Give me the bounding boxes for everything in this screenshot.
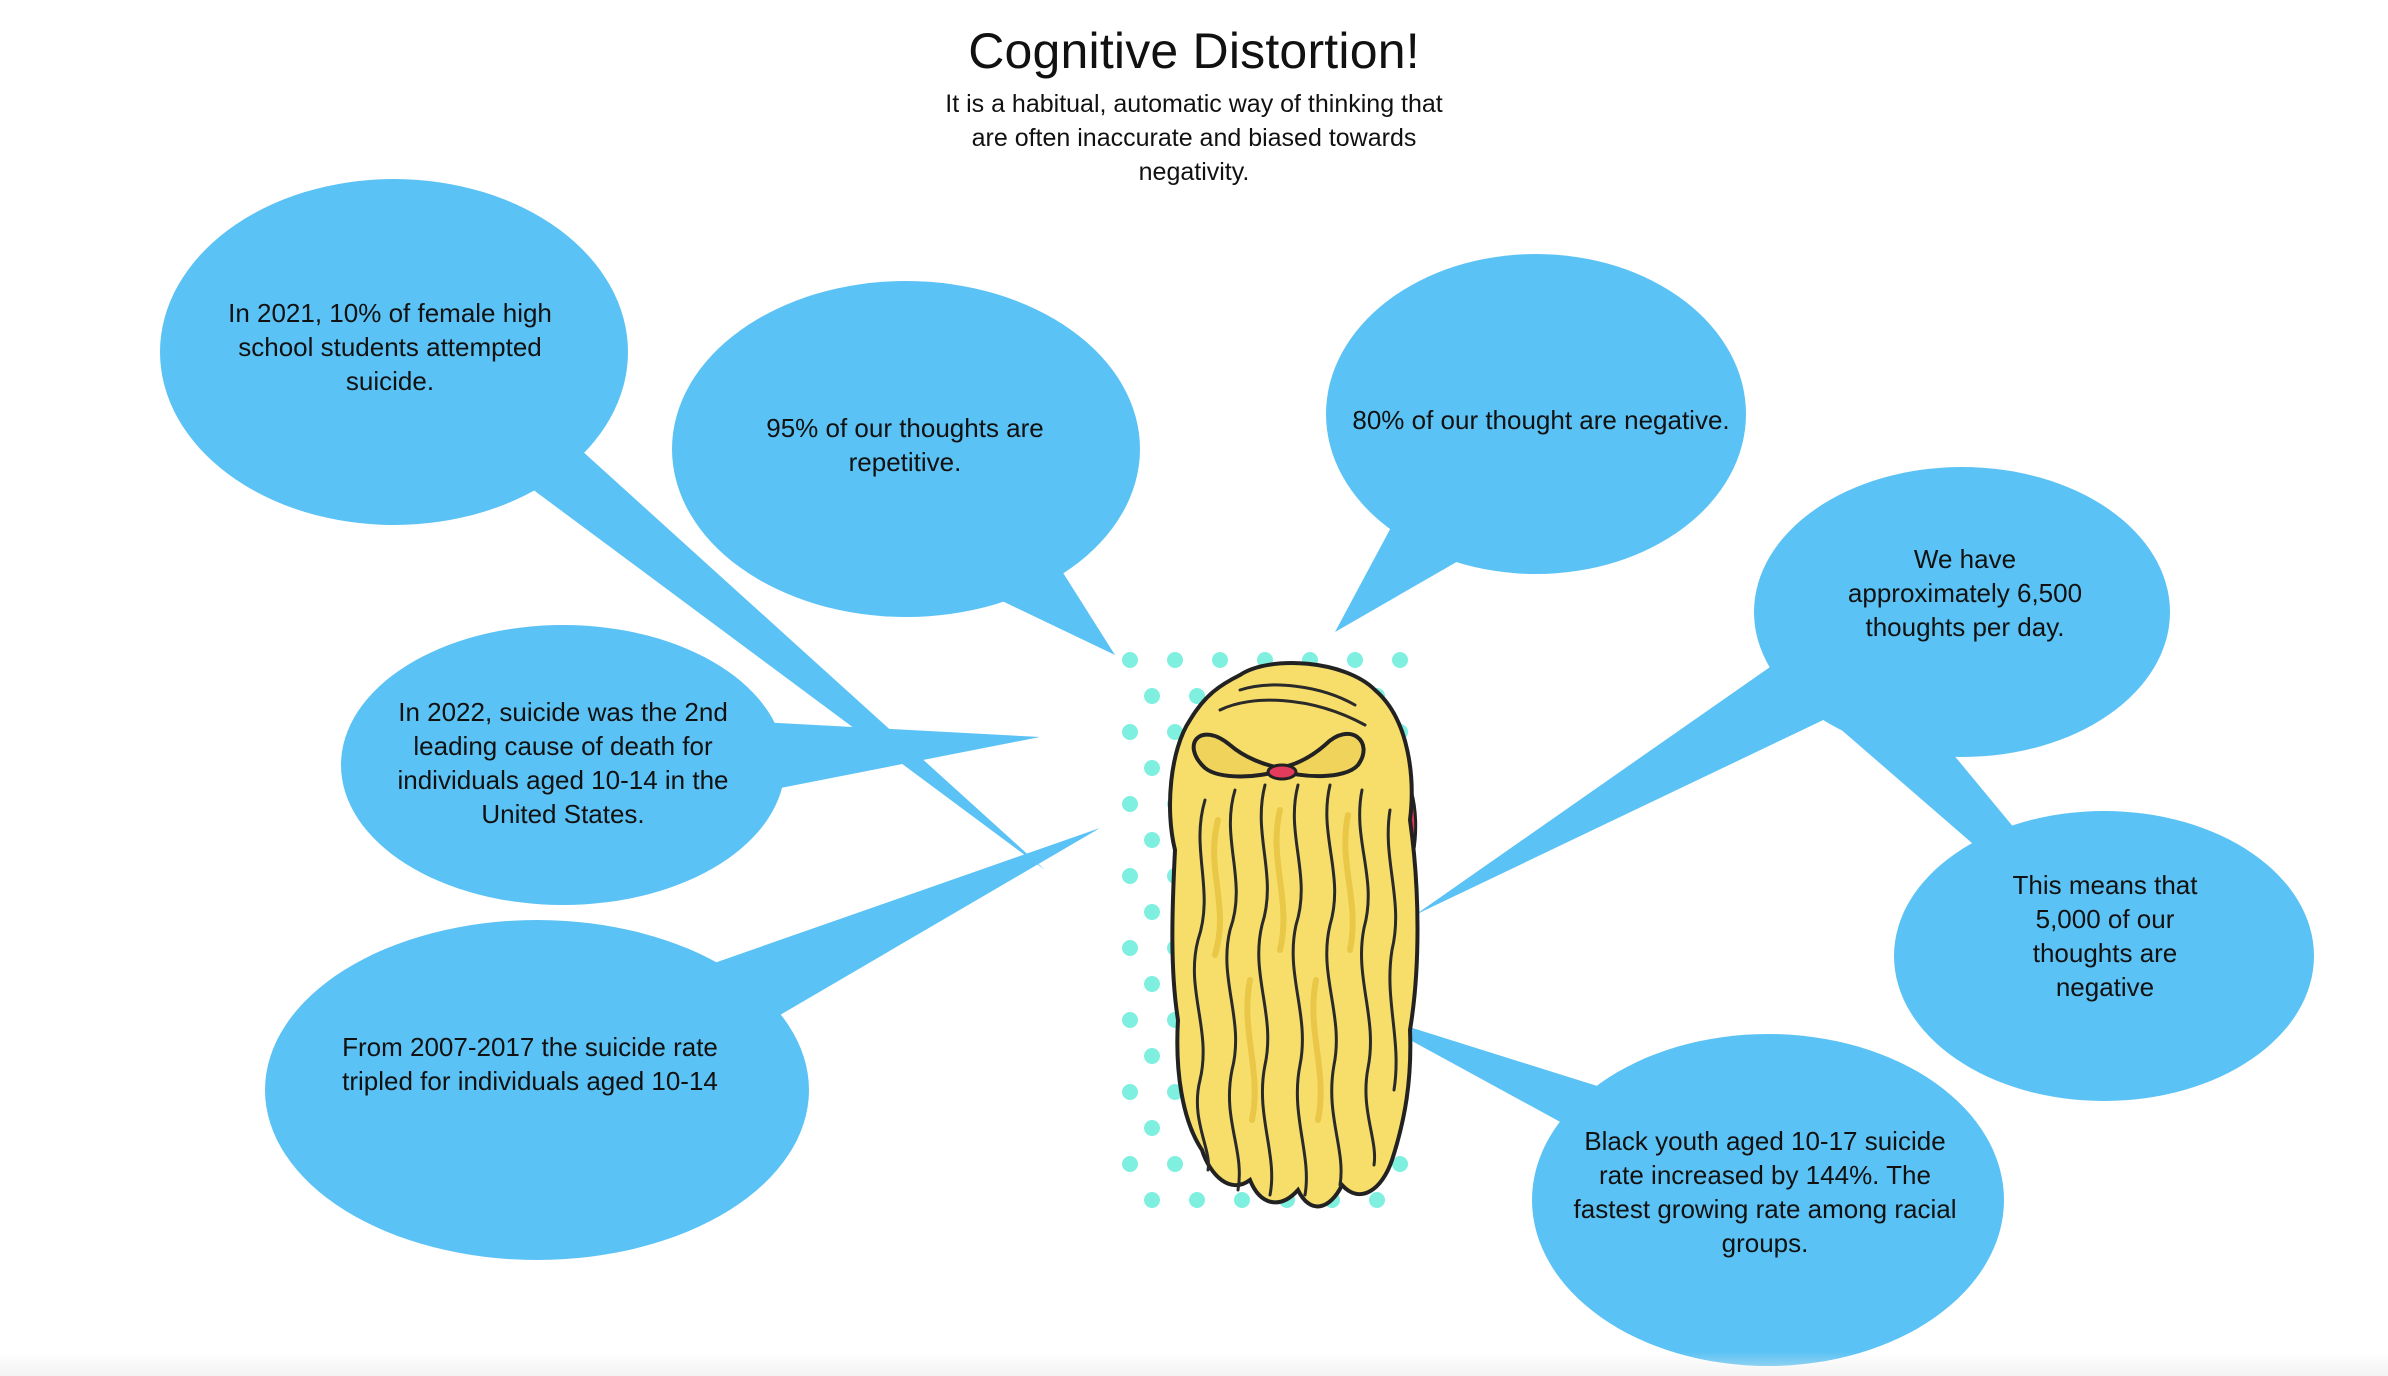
bubble-shapes — [160, 179, 2314, 1366]
pattern-dot — [1212, 652, 1228, 668]
hair-strands — [1192, 683, 1398, 1197]
speech-bubble-thoughts-per-day — [1415, 467, 2170, 915]
pattern-dot — [1392, 652, 1408, 668]
pattern-dot — [1167, 724, 1183, 740]
pattern-dot — [1234, 1192, 1250, 1208]
bubble-text-negative-thoughts: 80% of our thought are negative. — [1352, 405, 1730, 435]
pattern-dot — [1392, 1156, 1408, 1172]
page-title: Cognitive Distortion! — [968, 23, 1420, 79]
pattern-dot — [1144, 976, 1160, 992]
hair-tie — [1266, 763, 1298, 781]
pattern-dot — [1189, 688, 1205, 704]
pattern-dot — [1369, 1192, 1385, 1208]
pattern-dot — [1144, 1048, 1160, 1064]
pattern-dot — [1122, 1084, 1138, 1100]
pattern-dot — [1144, 832, 1160, 848]
bottom-edge-shading — [0, 1352, 2388, 1376]
speech-bubble-rate-tripled — [265, 828, 1100, 1260]
speech-bubble-black-youth — [1355, 1010, 2004, 1366]
speech-bubble-repetitive-thoughts — [672, 281, 1140, 655]
pattern-dot — [1122, 796, 1138, 812]
bubble-text-negative-count: This means that 5,000 of our thoughts ar… — [2012, 870, 2198, 1002]
pattern-dot — [1347, 652, 1363, 668]
pattern-dot — [1189, 1192, 1205, 1208]
bubble-text-rate-tripled: From 2007-2017 the suicide rate tripled … — [342, 1032, 718, 1096]
long-hair-back-illustration-icon — [1122, 652, 1420, 1209]
pattern-dot — [1167, 1156, 1183, 1172]
bubble-text-repetitive-thoughts: 95% of our thoughts are repetitive. — [766, 413, 1044, 477]
pattern-dot — [1144, 1192, 1160, 1208]
bubble-text-leading-cause: In 2022, suicide was the 2nd leading cau… — [397, 697, 729, 829]
pattern-dot — [1144, 760, 1160, 776]
bubble-text-female-attempts: In 2021, 10% of female high school stude… — [228, 298, 552, 396]
speech-bubble-female-attempts — [160, 179, 1045, 870]
speech-bubble-leading-cause — [341, 625, 1040, 905]
bubble-text-thoughts-per-day: We have approximately 6,500 thoughts per… — [1847, 544, 2083, 642]
pattern-dot — [1122, 868, 1138, 884]
hair-highlights — [1211, 807, 1356, 1123]
speech-bubble-negative-thoughts — [1326, 254, 1746, 632]
pattern-dot — [1122, 940, 1138, 956]
bubble-text-black-youth: Black youth aged 10-17 suicide rate incr… — [1573, 1126, 1957, 1258]
pattern-dot — [1122, 1012, 1138, 1028]
speech-bubble-negative-count — [1894, 811, 2314, 1101]
pattern-dot — [1122, 652, 1138, 668]
pattern-dot — [1122, 1156, 1138, 1172]
pattern-dot — [1167, 652, 1183, 668]
pattern-dot — [1144, 904, 1160, 920]
pattern-dot — [1144, 688, 1160, 704]
pattern-dot — [1144, 1120, 1160, 1136]
pattern-dot — [1122, 724, 1138, 740]
page-subtitle: It is a habitual, automatic way of think… — [945, 90, 1443, 186]
